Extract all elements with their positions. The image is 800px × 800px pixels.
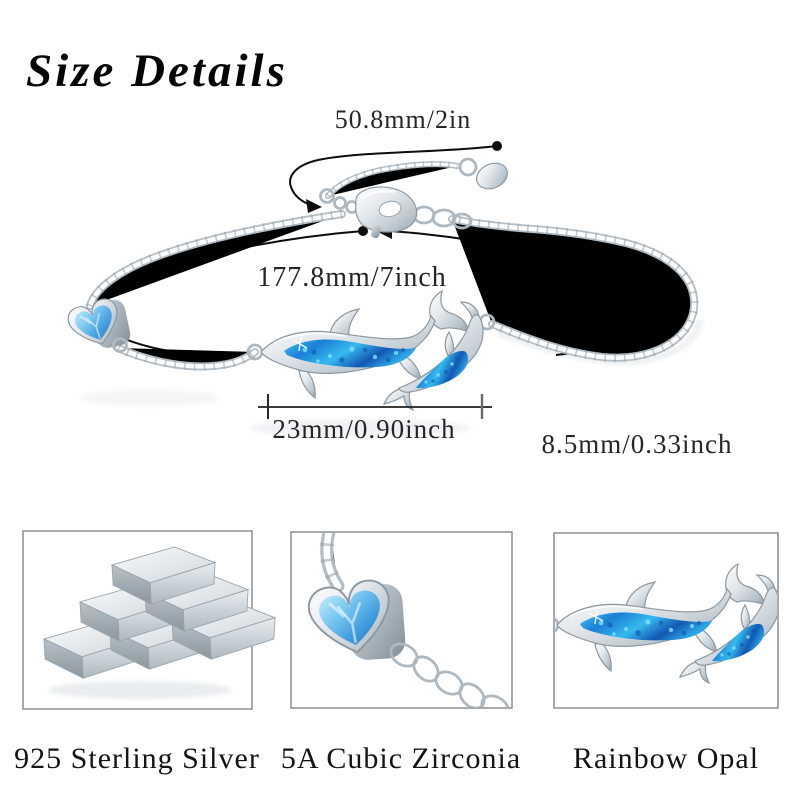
arrow-right-icon bbox=[306, 199, 322, 213]
chain-heart-to-dolphin bbox=[118, 348, 255, 366]
callout-dot bbox=[492, 141, 502, 151]
opal-dolphin-charm bbox=[246, 289, 496, 412]
brand-tag bbox=[476, 162, 508, 190]
bracelet-photo bbox=[64, 141, 704, 437]
bracelet-length-label: 177.8mm/7inch bbox=[257, 262, 447, 293]
heart-zirconia-icon bbox=[304, 533, 510, 707]
callout-dot bbox=[358, 226, 368, 236]
chain-left bbox=[90, 214, 342, 306]
extender-callout bbox=[289, 141, 502, 213]
heart-zirconia-charm bbox=[64, 292, 138, 361]
feature-label-cubic-zirconia: 5A Cubic Zirconia bbox=[280, 742, 522, 775]
extender-chain bbox=[319, 157, 508, 210]
feature-label-rainbow-opal: Rainbow Opal bbox=[572, 742, 760, 775]
silver-bars-icon bbox=[43, 546, 276, 699]
feature-label-sterling-silver: 925 Sterling Silver bbox=[14, 742, 260, 775]
small-dolphin-width-label: 8.5mm/0.33inch bbox=[541, 429, 733, 459]
charm-width-label: 23mm/0.90inch bbox=[272, 414, 456, 444]
box2-chain-links bbox=[389, 642, 510, 707]
feature-boxes bbox=[22, 530, 779, 710]
extender-length-label: 50.8mm/2in bbox=[334, 105, 472, 134]
page-title: Size Details bbox=[26, 45, 288, 97]
charm-width-dimension bbox=[258, 394, 492, 419]
jump-ring bbox=[458, 157, 478, 177]
chain-right bbox=[452, 219, 694, 358]
lobster-clasp bbox=[345, 186, 418, 239]
